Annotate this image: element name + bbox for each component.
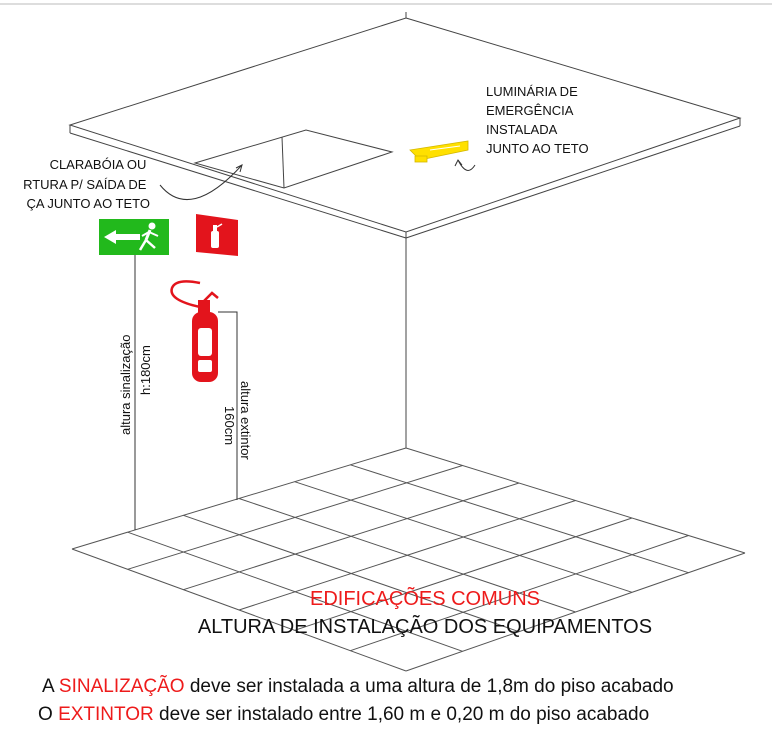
skylight-opening xyxy=(193,129,394,189)
skylight-arrow-icon xyxy=(159,164,243,200)
skylight-label: CLARABÓIA OU RTURA P/ SAÍDA DE ÇA JUNTO … xyxy=(23,157,150,211)
ceiling xyxy=(68,12,742,239)
note-extinguisher-text: deve ser instalado entre 1,60 m e 0,20 m… xyxy=(153,704,650,725)
luminaire-label: LUMINÁRIA DE EMERGÊNCIA INSTALADA JUNTO … xyxy=(486,84,589,156)
caption-subtitle: ALTURA DE INSTALAÇÃO DOS EQUIPAMENTOS xyxy=(197,616,653,638)
extinguisher-height-value: 160cm xyxy=(222,406,237,445)
floor-grid-line xyxy=(405,552,746,672)
note-signage-highlight: SINALIZAÇÃO xyxy=(58,676,185,697)
sign-height-label: altura sinalização xyxy=(118,335,133,435)
emergency-luminaire-icon xyxy=(409,140,469,163)
caption-title: EDIFICAÇÕES COMUNS xyxy=(309,588,541,610)
fire-extinguisher-icon[interactable] xyxy=(170,280,219,382)
fire-extinguisher-sign-icon[interactable] xyxy=(196,214,238,256)
exit-sign-icon[interactable] xyxy=(99,219,169,255)
note-extinguisher: O EXTINTOR deve ser instalado entre 1,60… xyxy=(38,704,649,726)
note-extinguisher-highlight: EXTINTOR xyxy=(58,704,154,725)
floor-grid-line xyxy=(350,535,689,652)
floor-grid-line xyxy=(71,548,407,672)
floor-grid xyxy=(71,447,746,672)
running-man-icon xyxy=(138,222,159,251)
extinguisher-height-label: altura extintor xyxy=(238,381,253,460)
note-extinguisher-prefix: O xyxy=(38,704,59,725)
note-signage-text: deve ser instalada a uma altura de 1,8m … xyxy=(184,676,674,697)
note-signage: A SINALIZAÇÃO deve ser instalada a uma a… xyxy=(42,676,674,698)
left-arrow-icon xyxy=(104,230,140,244)
luminaire-arrow-icon xyxy=(454,159,476,171)
note-signage-prefix: A xyxy=(42,676,59,697)
sign-height-value: h:180cm xyxy=(138,345,153,395)
extinguisher-height-dimension xyxy=(218,311,238,500)
